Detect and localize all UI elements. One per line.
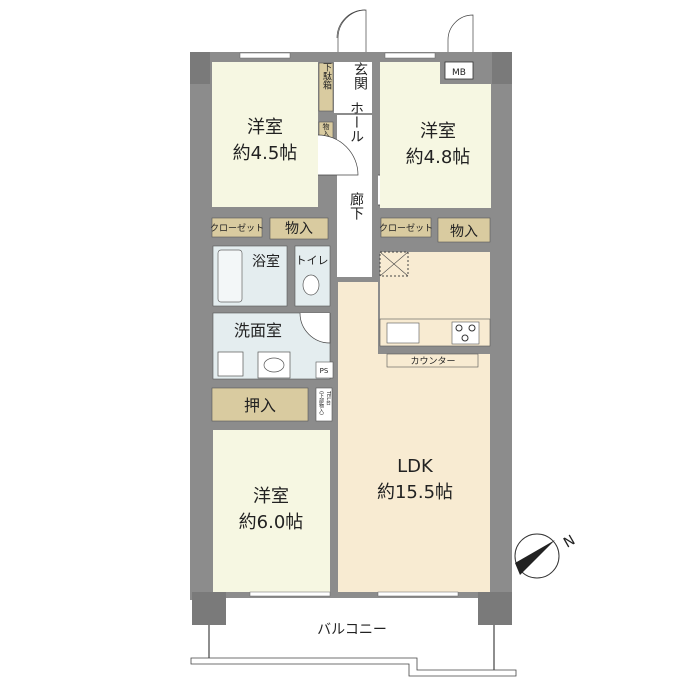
storage-right-label: 物入 xyxy=(450,224,478,240)
closet-left-label: クローゼット xyxy=(210,222,264,234)
burner xyxy=(461,334,469,342)
door[interactable] xyxy=(447,14,474,52)
door[interactable] xyxy=(317,134,359,176)
toilet-label: トイレ xyxy=(296,254,329,267)
bedroom-4-5-name: 洋室 xyxy=(247,117,283,138)
ps-box xyxy=(315,361,334,379)
bath-label: 浴室 xyxy=(252,253,280,270)
balcony-edge xyxy=(226,598,478,600)
bathtub xyxy=(217,249,243,303)
pillar xyxy=(192,592,226,625)
ldk-size: 約15.5帖 xyxy=(377,482,453,503)
storage-right xyxy=(437,217,491,243)
window xyxy=(239,52,291,59)
compass-north-label: N xyxy=(561,532,578,551)
oshiire-label: 押入 xyxy=(244,396,276,415)
bedroom-6-0-name: 洋室 xyxy=(253,486,289,507)
room-bedroom-4-8 xyxy=(380,62,491,208)
corridor-label: 廊下 xyxy=(348,191,364,220)
oshiire xyxy=(211,387,309,422)
front-door[interactable] xyxy=(337,9,367,52)
storage-left-label: 物入 xyxy=(285,221,313,237)
washing-machine-pan xyxy=(217,351,244,377)
window xyxy=(249,591,331,597)
hall-label: ホール xyxy=(348,101,364,143)
mb-label: MB xyxy=(452,68,466,78)
balcony-outline xyxy=(190,657,517,677)
shoe-box-label: 下駄箱 xyxy=(321,63,332,91)
ldk-name: LDK xyxy=(397,456,434,477)
room-bedroom-4-5 xyxy=(212,62,318,207)
shoe-box xyxy=(318,62,334,112)
balcony-label: バルコニー xyxy=(317,622,387,638)
room-entrance xyxy=(334,62,372,113)
closet-right xyxy=(380,217,432,238)
door[interactable] xyxy=(299,312,331,344)
sink-icon xyxy=(263,357,285,373)
bedroom-6-0-size: 約6.0帖 xyxy=(239,512,304,533)
burner xyxy=(468,324,476,332)
bedroom-4-8-name: 洋室 xyxy=(420,121,456,142)
hatch-cross xyxy=(379,251,409,277)
washroom-label: 洗面室 xyxy=(234,321,282,340)
room-hall xyxy=(337,115,372,277)
tel-stand-note: (下部物入) xyxy=(318,391,324,415)
counter xyxy=(386,353,479,368)
toilet-icon xyxy=(302,274,320,296)
room-bedroom-6-0 xyxy=(213,430,330,592)
pillar xyxy=(190,52,210,84)
pillar xyxy=(492,52,512,84)
mb-box xyxy=(444,61,474,80)
tel-stand xyxy=(315,387,333,422)
hall-storage-label: 物入 xyxy=(322,122,330,137)
storage-left xyxy=(269,217,329,240)
compass-icon: N xyxy=(514,532,578,579)
tel-stand-label: TEL台 xyxy=(325,390,331,406)
window xyxy=(377,591,459,597)
window xyxy=(384,52,436,59)
bedroom-4-8-size: 約4.8帖 xyxy=(406,147,471,168)
closet-right-label: クローゼット xyxy=(379,222,433,234)
entrance-label: 玄関 xyxy=(352,61,368,91)
ceiling-hatch-icon xyxy=(379,251,409,277)
stove-icon xyxy=(451,321,480,345)
bedroom-4-5-size: 約4.5帖 xyxy=(233,143,298,164)
ps-label: PS xyxy=(320,367,329,375)
closet-left xyxy=(211,217,263,238)
counter-label: カウンター xyxy=(410,356,455,367)
burner xyxy=(455,324,463,332)
kitchen-sink xyxy=(386,322,420,344)
pillar xyxy=(478,592,512,625)
